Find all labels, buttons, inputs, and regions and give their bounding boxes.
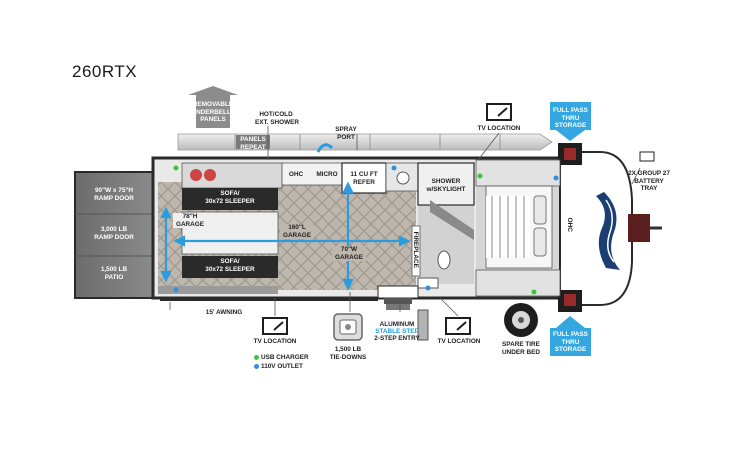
tv-location-right-label: TV LOCATION xyxy=(437,338,481,345)
front-cap xyxy=(558,143,633,312)
ohc-bedroom-label: OHC xyxy=(565,217,573,232)
underbelly-panels-strip xyxy=(177,133,553,151)
fireplace xyxy=(411,225,421,277)
usb-charger-legend-dot xyxy=(254,355,259,360)
usb-charger-legend-label: USB CHARGER xyxy=(261,354,309,361)
outlet-legend-label: 110V OUTLET xyxy=(261,363,303,370)
stable-step-label: STABLE STEP xyxy=(375,328,419,335)
kitchen-counter xyxy=(181,162,419,194)
aluminum-label: ALUMINUM xyxy=(379,321,415,328)
full-pass-arrow-bottom xyxy=(550,316,591,356)
battery-icon xyxy=(639,151,655,162)
ramp-door xyxy=(74,171,154,299)
removable-panels-arrow xyxy=(188,86,238,128)
outlet-legend-dot xyxy=(254,364,259,369)
tv-location-top-label: TV LOCATION xyxy=(477,125,521,132)
micro-label: MICRO xyxy=(316,171,338,178)
spare-tire-icon xyxy=(504,303,538,337)
sofa-bottom xyxy=(182,256,278,278)
garage-dimension-lines xyxy=(160,181,411,291)
ohc-kitchen-label: OHC xyxy=(288,171,304,178)
exterior-shower-icon xyxy=(316,143,334,153)
callout-lines xyxy=(169,126,641,317)
outlet-markers xyxy=(173,165,559,295)
tv-icon-left xyxy=(262,317,288,335)
awning-label: 15' AWNING xyxy=(205,309,243,316)
sofa-top-label: SOFA/30x72 SLEEPER xyxy=(205,190,255,205)
stable-step-icon xyxy=(417,309,429,341)
tv-icon-top xyxy=(486,103,512,121)
tie-down-icon xyxy=(333,313,363,341)
tv-icon-right xyxy=(445,317,471,335)
garage-side-rail xyxy=(158,286,278,294)
full-pass-arrow-top xyxy=(550,102,591,141)
tv-location-left-label: TV LOCATION xyxy=(253,338,297,345)
sofa-bottom-label: SOFA/30x72 SLEEPER xyxy=(205,258,255,273)
entry-door xyxy=(377,285,419,310)
bathroom xyxy=(417,162,475,289)
two-step-entry-label: 2-STEP ENTRY xyxy=(374,335,420,342)
hitch xyxy=(628,151,662,242)
fireplace-label: FIREPLACE xyxy=(411,231,419,268)
sofa-top xyxy=(182,188,278,210)
model-name: 260RTX xyxy=(72,62,138,81)
bedroom xyxy=(475,159,561,297)
